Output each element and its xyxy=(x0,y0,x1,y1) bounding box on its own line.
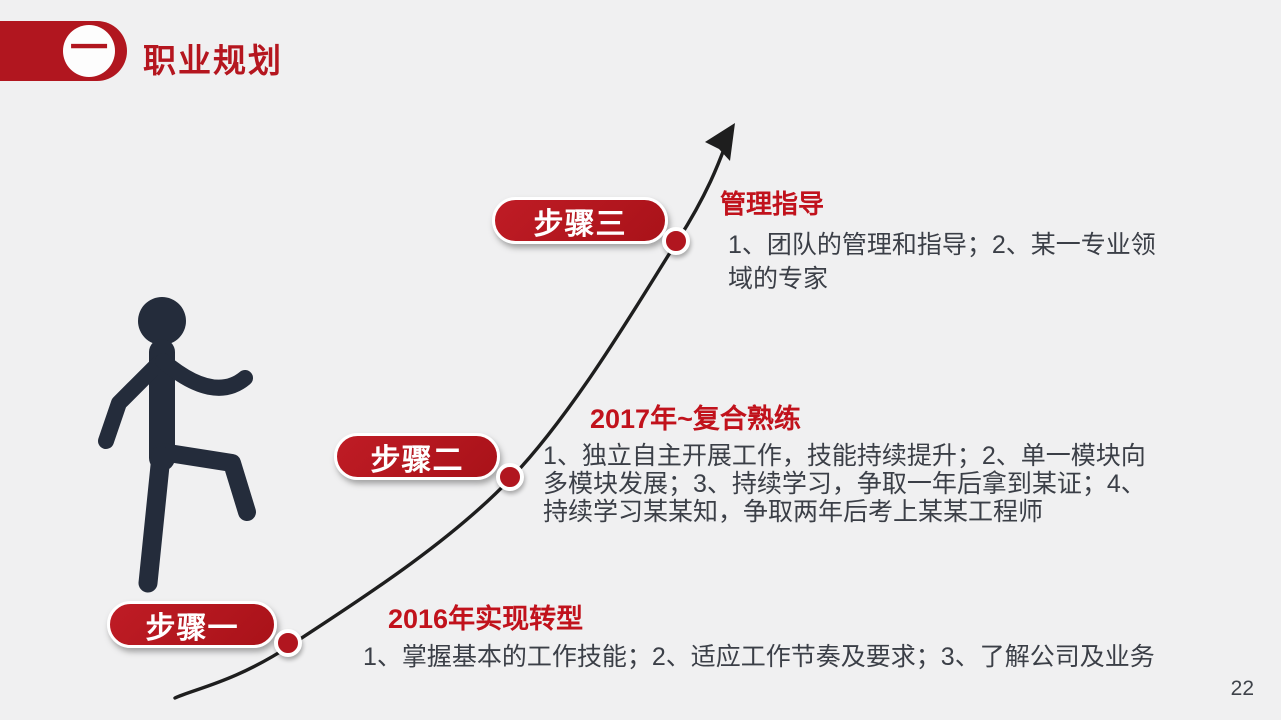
step-1-badge: 步骤一 xyxy=(107,601,277,648)
climbing-person-icon xyxy=(98,297,256,593)
section-number: 一 xyxy=(69,28,108,70)
step-2-badge-label: 步骤二 xyxy=(370,443,464,477)
section-number-banner: 一 xyxy=(0,21,127,81)
step-1-text-block: 2016年实现转型 1、掌握基本的工作技能；2、适应工作节奏及要求；3、了解公司… xyxy=(363,597,1163,671)
step-1-milestone-dot-icon xyxy=(274,629,302,657)
page-title: 职业规划 xyxy=(143,42,283,79)
step-1-badge-label: 步骤一 xyxy=(145,611,239,645)
step-2-description: 1、独立自主开展工作，技能持续提升；2、单一模块向 多模块发展；3、持续学习，争… xyxy=(543,442,1146,526)
step-3-text-block: 管理指导 1、团队的管理和指导；2、某一专业领 域的专家 xyxy=(720,184,1200,296)
step-2-text-block: 2017年~复合熟练 1、独立自主开展工作，技能持续提升；2、单一模块向 多模块… xyxy=(543,397,1203,526)
step-2-title: 2017年~复合熟练 xyxy=(590,404,801,434)
step-2-badge: 步骤二 xyxy=(334,433,500,480)
step-1-description: 1、掌握基本的工作技能；2、适应工作节奏及要求；3、了解公司及业务 xyxy=(363,643,1155,671)
step-3-badge: 步骤三 xyxy=(492,197,668,244)
step-2-milestone-dot-icon xyxy=(496,463,524,491)
section-number-circle: 一 xyxy=(63,25,115,77)
step-3-description: 1、团队的管理和指导；2、某一专业领 域的专家 xyxy=(728,231,1156,293)
step-3-badge-label: 步骤三 xyxy=(533,207,627,241)
arrow-head-icon xyxy=(705,123,735,161)
step-1-title: 2016年实现转型 xyxy=(388,604,584,634)
page-number: 22 xyxy=(1230,677,1254,700)
step-3-title: 管理指导 xyxy=(720,189,825,219)
step-3-milestone-dot-icon xyxy=(662,227,690,255)
